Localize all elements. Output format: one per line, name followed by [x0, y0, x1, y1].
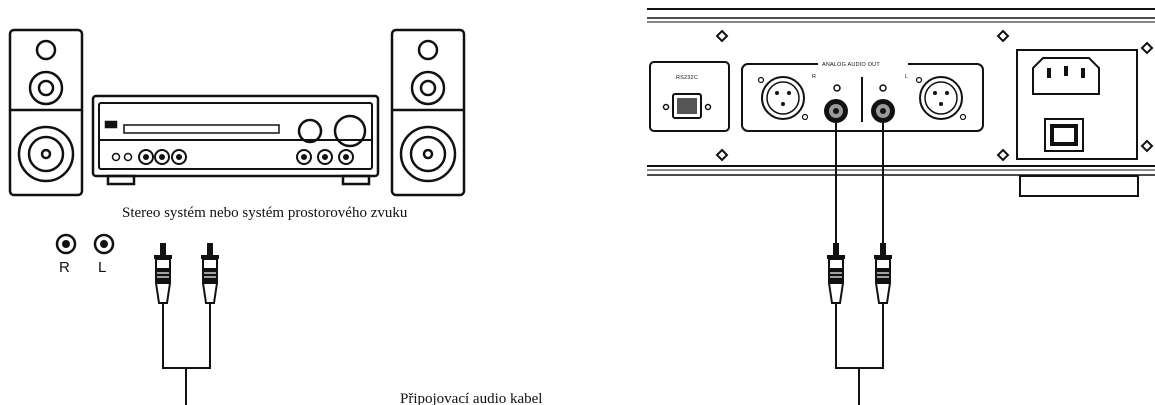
- cable-caption: Připojovací audio kabel: [400, 391, 542, 405]
- channel-left-label: L: [905, 74, 908, 80]
- player-rear-panel: RS232C ANALOG AUDIO OUT R L: [647, 8, 1155, 197]
- stereo-system-caption: Stereo systém nebo systém prostorového z…: [122, 205, 408, 221]
- rca-jack-left: [93, 233, 115, 255]
- channel-right-label: R: [812, 74, 816, 80]
- rca-plug-left-2: [201, 243, 219, 304]
- xlr-connector-left: [915, 76, 967, 121]
- jack-label-right: R: [59, 259, 70, 276]
- rca-output-right: [824, 84, 848, 123]
- right-audio-cable: [827, 123, 892, 405]
- left-audio-cable: [154, 243, 219, 405]
- xlr-connector-right: [757, 76, 809, 121]
- rs232-label: RS232C: [676, 75, 698, 81]
- stereo-system-illustration: [8, 28, 466, 197]
- rca-plug-right-1: [827, 243, 845, 304]
- right-speaker: [390, 28, 466, 197]
- rca-output-left: [871, 84, 895, 123]
- power-inlet: [1016, 49, 1138, 160]
- analog-audio-out-panel: [741, 60, 984, 132]
- rca-jack-right: [55, 233, 77, 255]
- rca-plug-right-2: [874, 243, 892, 304]
- rs232-port: [649, 61, 730, 132]
- left-speaker: [8, 28, 84, 197]
- jack-label-left: L: [98, 259, 106, 276]
- receiver: [91, 94, 380, 186]
- rca-plug-left-1: [154, 243, 172, 304]
- screw-icon: [715, 29, 1154, 162]
- power-switch: [1044, 118, 1084, 152]
- analog-audio-out-label: ANALOG AUDIO OUT: [822, 62, 880, 68]
